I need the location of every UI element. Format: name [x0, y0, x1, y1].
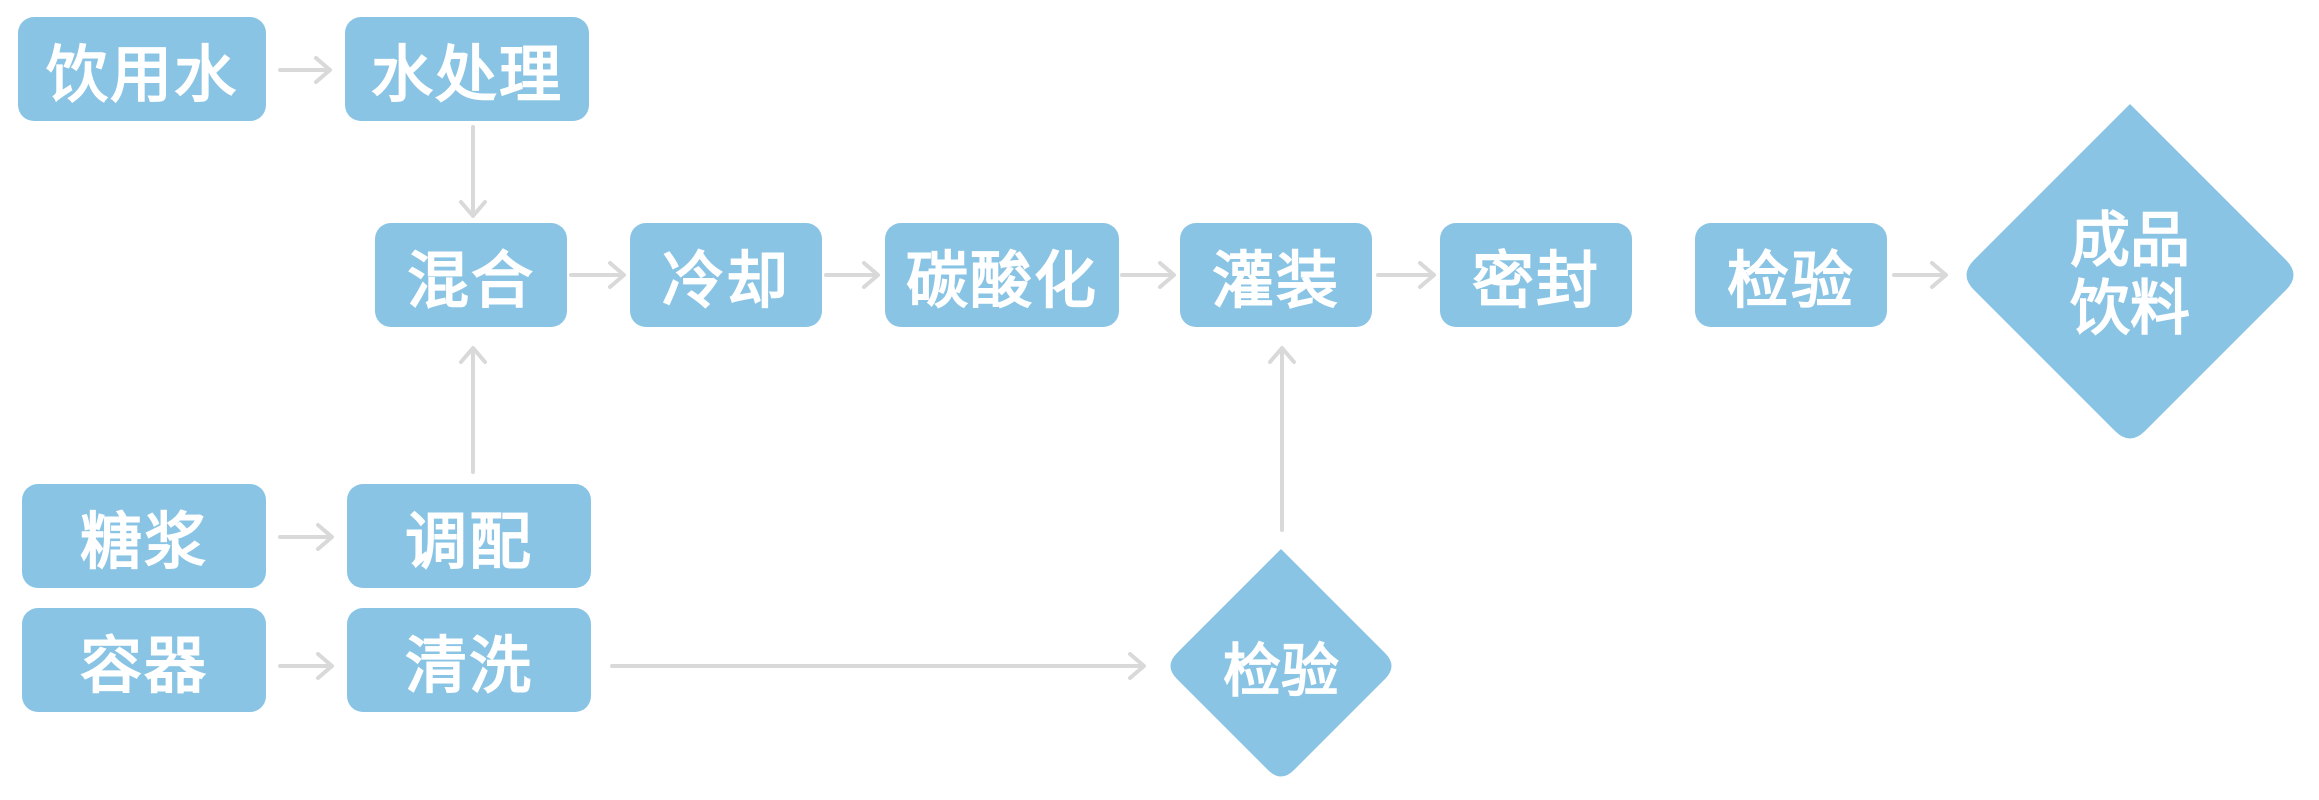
finished-product-diamond-shape	[1966, 104, 2294, 439]
finished-product-label: 成品 饮料	[1955, 100, 2305, 450]
node-finished-product: 成品 饮料	[1955, 100, 2305, 450]
arrow-blending-to-mixing	[459, 346, 487, 474]
arrow-cleaning-to-inspection	[610, 652, 1146, 680]
arrow-syrup-to-blending	[278, 523, 334, 551]
arrow-filling-to-sealing	[1376, 261, 1436, 289]
node-inspection-final: 检验	[1695, 223, 1887, 327]
node-blending: 调配	[347, 484, 591, 588]
node-syrup: 糖浆	[22, 484, 266, 588]
node-mixing: 混合	[375, 223, 567, 327]
arrow-water-treatment-to-mixing	[459, 125, 487, 218]
arrow-drinking-water-to-water-treatment	[278, 56, 332, 84]
finished-product-label-line1: 成品	[2070, 206, 2190, 276]
arrow-inspection-to-product	[1892, 261, 1948, 289]
arrow-cooling-to-carbonation	[824, 261, 880, 289]
node-carbonation: 碳酸化	[885, 223, 1119, 327]
node-cooling: 冷却	[630, 223, 822, 327]
arrow-carbonation-to-filling	[1120, 261, 1176, 289]
arrow-container-to-cleaning	[278, 652, 334, 680]
node-container: 容器	[22, 608, 266, 712]
node-sealing: 密封	[1440, 223, 1632, 327]
node-drinking-water: 饮用水	[18, 17, 266, 121]
inspection-container-label: 检验	[1222, 637, 1339, 705]
inspection-diamond-shape	[1170, 549, 1392, 777]
node-cleaning: 清洗	[347, 608, 591, 712]
node-inspection-container: 检验	[1160, 545, 1402, 787]
node-filling: 灌装	[1180, 223, 1372, 327]
arrow-inspection-to-filling	[1268, 346, 1296, 532]
arrow-mixing-to-cooling	[569, 261, 626, 289]
node-water-treatment: 水处理	[345, 17, 589, 121]
finished-product-label-line2: 饮料	[2070, 274, 2190, 344]
